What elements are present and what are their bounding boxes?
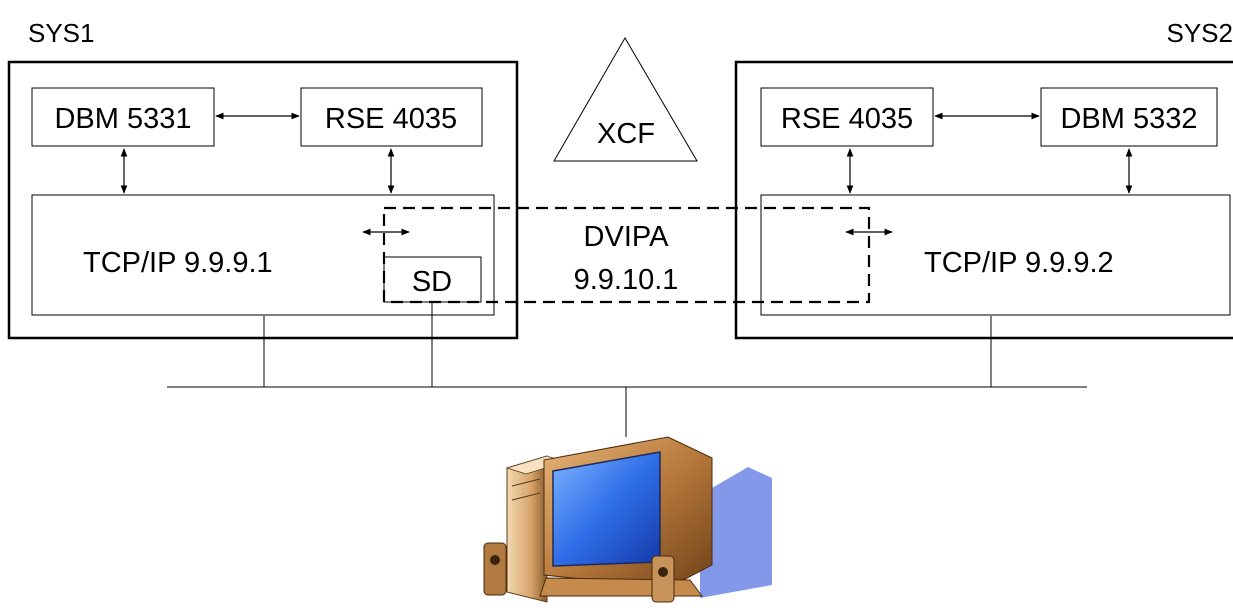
sys2-title: SYS2: [1167, 18, 1233, 48]
sys1-box: [7, 60, 519, 340]
rse-4035-sys1-box: RSE 4035: [300, 87, 483, 147]
dvipa-address: 9.9.10.1: [574, 264, 679, 296]
tcpip-sys1-label: TCP/IP 9.9.9.1: [83, 247, 273, 279]
dbm-5331-label: DBM 5331: [54, 103, 191, 135]
network-connections: [167, 303, 1087, 437]
tcpip-sys2-label: TCP/IP 9.9.9.2: [924, 247, 1114, 279]
xcf-label: XCF: [597, 118, 655, 150]
dvipa-label: DVIPA: [584, 221, 670, 253]
rse-4035-sys2-box: RSE 4035: [760, 87, 934, 147]
desktop-computer-icon: [483, 436, 772, 603]
dvipa-dashed-box: [382, 206, 871, 304]
sd-label: SD: [412, 266, 452, 298]
tcpip-sys2-box: TCP/IP 9.9.9.2: [760, 194, 1231, 316]
sys1-title: SYS1: [28, 18, 95, 48]
rse-4035-sys1-label: RSE 4035: [325, 103, 457, 135]
xcf-triangle: XCF: [553, 37, 698, 162]
dbm-5332-label: DBM 5332: [1060, 103, 1197, 135]
dbm-5332-box: DBM 5332: [1040, 87, 1218, 147]
sys2-box: [734, 60, 1233, 340]
sd-box: SD: [383, 256, 482, 303]
rse-4035-sys2-label: RSE 4035: [781, 103, 913, 135]
dbm-5331-box: DBM 5331: [31, 87, 215, 147]
